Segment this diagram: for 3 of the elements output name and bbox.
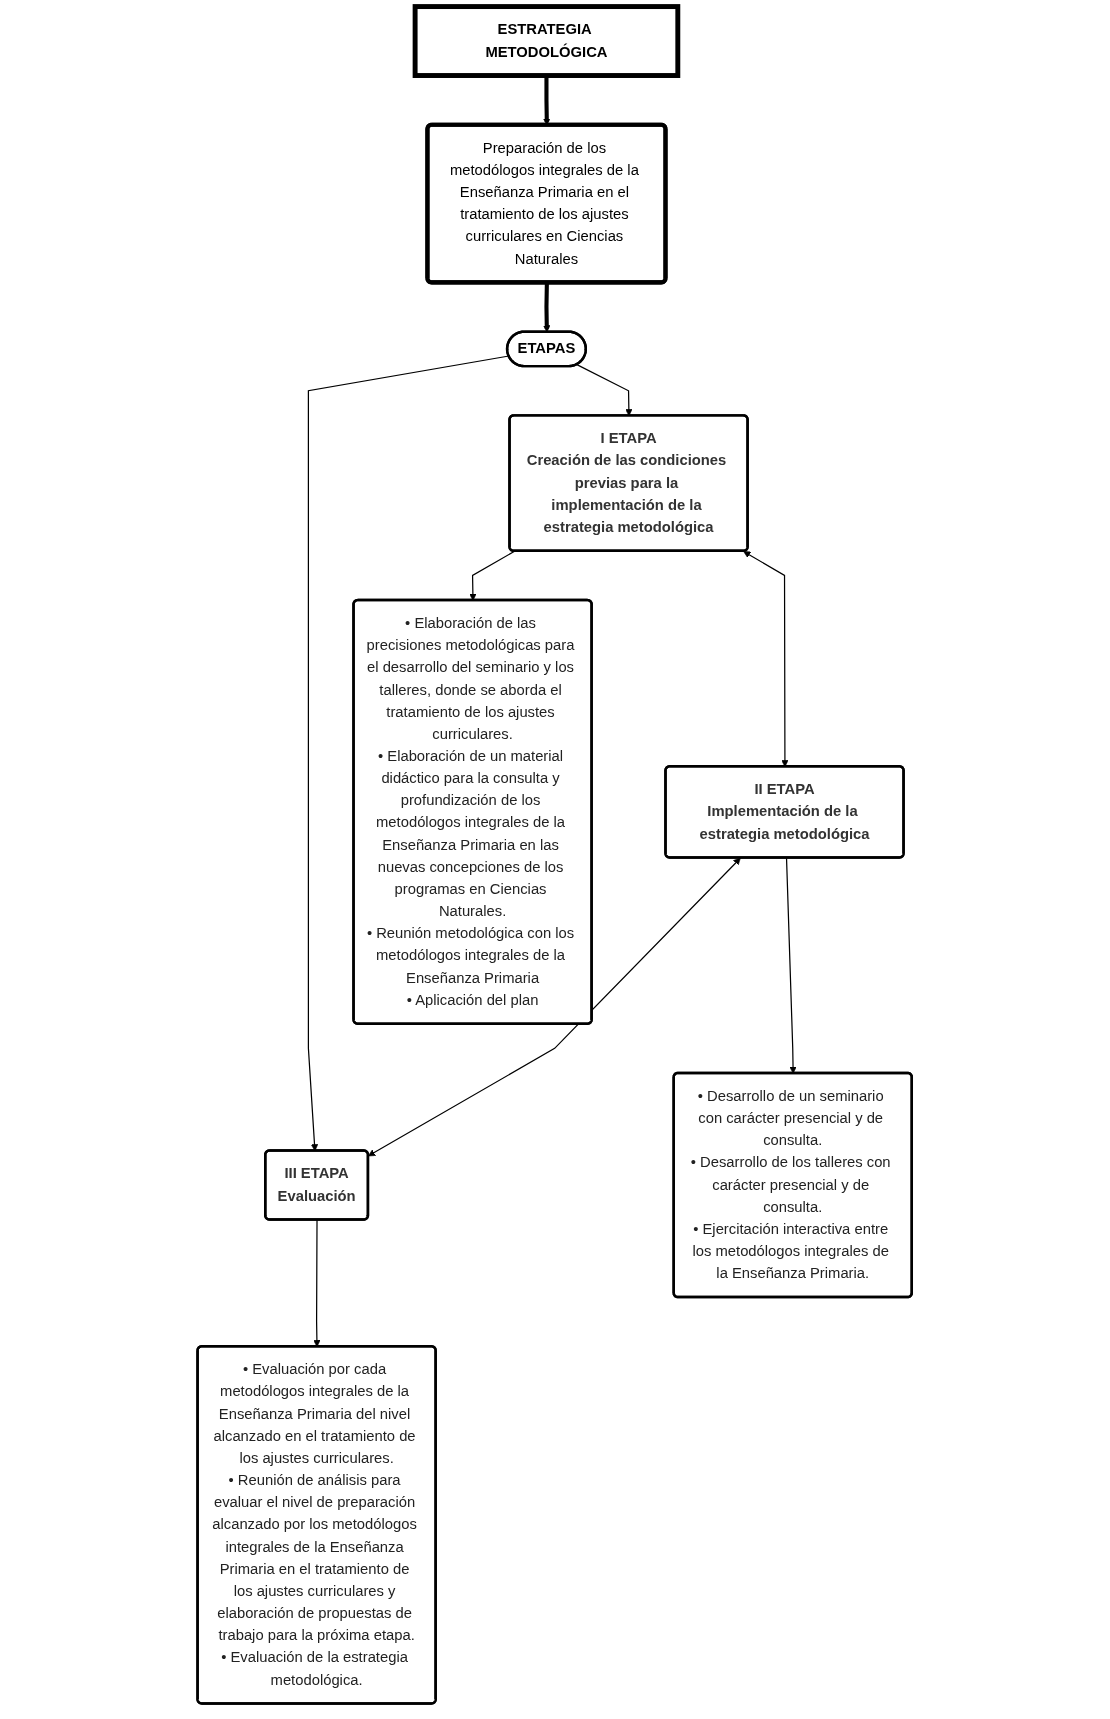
arrow bbox=[469, 550, 516, 601]
node-box: ESTRATEGIA METODOLÓGICA bbox=[412, 4, 681, 78]
arrow bbox=[368, 857, 742, 1157]
